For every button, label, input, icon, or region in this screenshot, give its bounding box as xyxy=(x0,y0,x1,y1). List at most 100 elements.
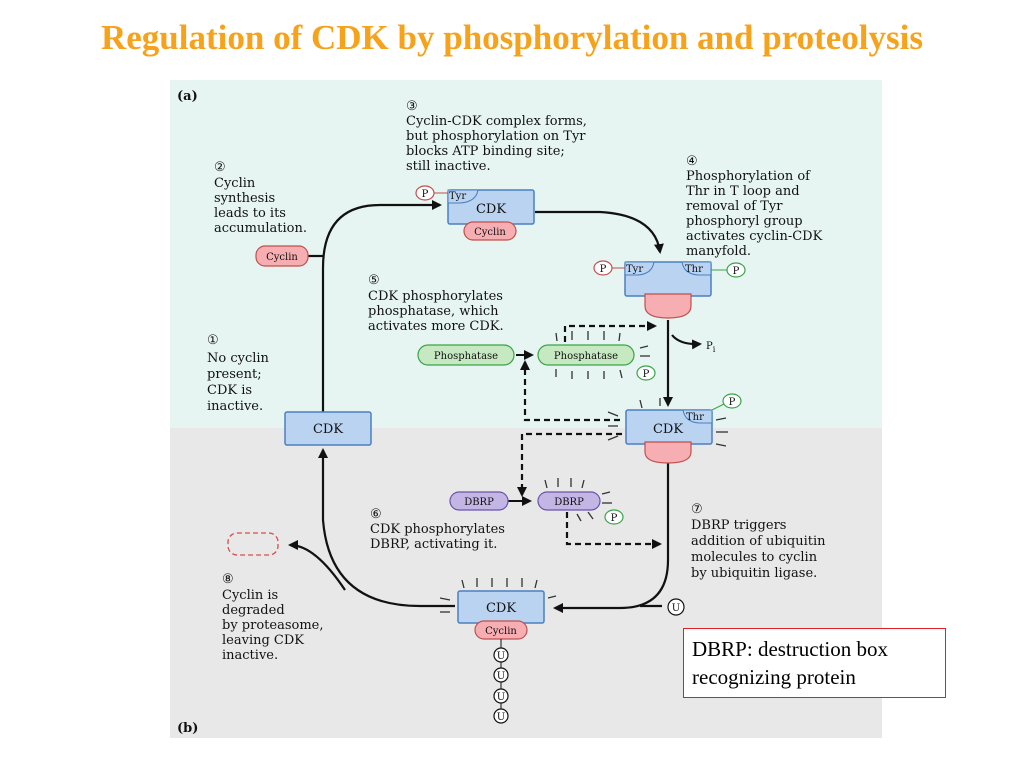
svg-text:CDK phosphorylates: CDK phosphorylates xyxy=(370,522,505,537)
tyr-loop-step4 xyxy=(624,261,655,276)
active-cdk-rays xyxy=(607,398,728,447)
note-line-1: DBRP: destruction box xyxy=(692,637,889,661)
svg-text:degraded: degraded xyxy=(222,603,285,618)
svg-text:Thr in T loop and: Thr in T loop and xyxy=(686,184,800,199)
arrow-step3-to-4 xyxy=(535,210,664,254)
svg-text:addition of ubiquitin: addition of ubiquitin xyxy=(691,534,826,549)
cyclin-step4 xyxy=(644,293,692,319)
svg-text:by proteasome,: by proteasome, xyxy=(222,618,323,633)
phosphatase-active xyxy=(537,344,635,366)
svg-text:but phosphorylation on Tyr: but phosphorylation on Tyr xyxy=(406,129,586,144)
svg-text:Phosphorylation of: Phosphorylation of xyxy=(686,169,811,184)
svg-text:⑧: ⑧ xyxy=(222,572,234,587)
dashed-dbrp-to-7 xyxy=(565,512,662,549)
ubiquitin-free xyxy=(667,598,685,616)
svg-text:blocks ATP binding site;: blocks ATP binding site; xyxy=(406,144,565,159)
cyclin-active xyxy=(644,441,692,464)
svg-text:DBRP triggers: DBRP triggers xyxy=(691,518,786,533)
arrow-cdk-up xyxy=(321,200,442,412)
svg-text:⑥: ⑥ xyxy=(370,507,382,522)
svg-text:synthesis: synthesis xyxy=(214,191,275,206)
cyclin-step3 xyxy=(463,221,517,241)
ubiquitin-3 xyxy=(493,688,509,704)
ubiquitin-1 xyxy=(493,647,509,663)
arrow-active-down xyxy=(553,462,670,613)
dbrp-active xyxy=(537,491,601,511)
dbrp-rays xyxy=(544,478,612,522)
ubiquitin-free-label: U xyxy=(672,603,680,614)
step-2-label: ② Cyclin synthesis leads to its accumula… xyxy=(214,160,307,236)
ubiquitin-4 xyxy=(493,708,509,724)
pathway-arrows xyxy=(288,200,702,613)
p-tyr-label-step4: P xyxy=(600,264,607,275)
ubiquitin-chain: U U U U xyxy=(493,639,509,724)
step-6-label: ⑥ CDK phosphorylates DBRP, activating it… xyxy=(370,507,505,552)
dbrp-inactive-label: DBRP xyxy=(464,497,494,508)
ubiquitin-4-label: U xyxy=(497,712,505,723)
tyr-label-step4: Tyr xyxy=(626,264,643,275)
panel-a-label: (a) xyxy=(177,89,198,104)
svg-text:phosphatase, which: phosphatase, which xyxy=(368,304,499,319)
ubiquitin-3-label: U xyxy=(497,692,505,703)
cdk-label-step8: CDK xyxy=(486,601,516,616)
pi-label: Pi xyxy=(706,341,716,354)
thr-loop-active xyxy=(682,409,713,424)
phosphatase-rays xyxy=(555,331,650,379)
svg-text:manyfold.: manyfold. xyxy=(686,244,751,259)
cyclin-degraded-outline xyxy=(227,532,279,556)
svg-text:⑤: ⑤ xyxy=(368,273,380,288)
p-label-step3: P xyxy=(422,189,429,200)
arrow-degrade xyxy=(318,448,455,608)
dbrp-definition-note: DBRP: destruction box recognizing protei… xyxy=(683,628,946,698)
svg-text:inactive.: inactive. xyxy=(207,399,263,414)
ubiquitin-2 xyxy=(493,667,509,683)
p-phosphatase-label: P xyxy=(643,369,650,380)
svg-text:leaving CDK: leaving CDK xyxy=(222,633,304,648)
cyclin-free-label: Cyclin xyxy=(266,252,298,263)
slide-title: Regulation of CDK by phosphorylation and… xyxy=(100,18,923,57)
cdk-label-step3: CDK xyxy=(476,202,506,217)
dashed-cdk-to-phosphatase xyxy=(520,360,620,422)
thr-loop-step4 xyxy=(681,261,712,276)
tyr-loop-step3 xyxy=(447,189,479,204)
svg-text:Cyclin: Cyclin xyxy=(214,176,256,191)
svg-text:Cyclin-CDK complex forms,: Cyclin-CDK complex forms, xyxy=(406,114,587,129)
svg-text:activates more CDK.: activates more CDK. xyxy=(368,319,504,334)
cdk-label-active: CDK xyxy=(653,422,683,437)
ubiquitin-2-label: U xyxy=(497,671,505,682)
cdk-box-step1 xyxy=(284,411,372,446)
p-active-link xyxy=(711,403,725,411)
cyclin-free xyxy=(255,245,309,267)
cyclin-label-step8: Cyclin xyxy=(485,626,517,637)
svg-text:No cyclin: No cyclin xyxy=(207,351,270,366)
arrow-pi xyxy=(671,334,702,350)
svg-text:still inactive.: still inactive. xyxy=(406,159,491,174)
svg-text:④: ④ xyxy=(686,154,698,169)
svg-text:activates cyclin-CDK: activates cyclin-CDK xyxy=(686,229,823,244)
svg-text:CDK phosphorylates: CDK phosphorylates xyxy=(368,289,503,304)
svg-text:②: ② xyxy=(214,160,226,175)
p-active xyxy=(722,393,742,409)
svg-text:accumulation.: accumulation. xyxy=(214,221,307,236)
thr-label-step4: Thr xyxy=(685,264,703,275)
phosphatase-inactive xyxy=(417,344,515,366)
svg-text:by ubiquitin ligase.: by ubiquitin ligase. xyxy=(691,566,817,581)
p-phosphatase xyxy=(636,365,656,381)
phosphatase-active-label: Phosphatase xyxy=(554,351,618,362)
ubiquitin-1-label: U xyxy=(497,651,505,662)
phosphatase-inactive-label: Phosphatase xyxy=(434,351,498,362)
svg-text:⑦: ⑦ xyxy=(691,502,703,517)
step-8-label: ⑧ Cyclin is degraded by proteasome, leav… xyxy=(222,572,323,663)
p-thr-label-step4: P xyxy=(733,266,740,277)
tyr-label-step3: Tyr xyxy=(449,191,466,202)
note-line-2: recognizing protein xyxy=(692,665,856,689)
svg-text:removal of Tyr: removal of Tyr xyxy=(686,199,783,214)
svg-text:③: ③ xyxy=(406,99,418,114)
cdk-label-step1: CDK xyxy=(313,422,343,437)
svg-text:present;: present; xyxy=(207,367,262,382)
ubiquitinated-cdk-rays xyxy=(439,578,557,613)
dashed-arrows xyxy=(517,321,662,549)
svg-text:CDK is: CDK is xyxy=(207,383,252,398)
step-4-label: ④ Phosphorylation of Thr in T loop and r… xyxy=(686,154,823,259)
